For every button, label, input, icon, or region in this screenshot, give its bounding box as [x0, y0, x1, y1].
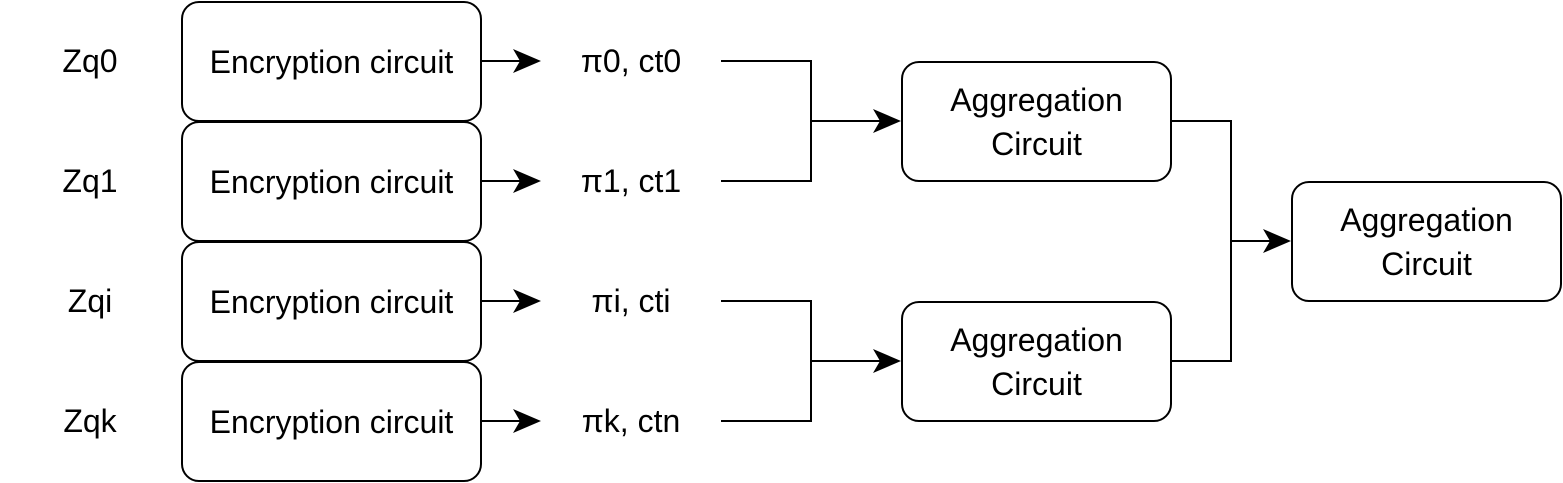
aggregation-circuit-label: Aggregation Circuit	[950, 81, 1123, 162]
encryption-circuit-box-1: Encryption circuit	[181, 121, 482, 242]
encryption-circuit-label: Encryption circuit	[209, 403, 454, 440]
encryption-circuit-label: Encryption circuit	[209, 283, 454, 320]
aggregation-circuit-final: Aggregation Circuit	[1291, 181, 1562, 302]
output-label-1: π1, ct1	[580, 163, 682, 199]
encryption-circuit-box-0: Encryption circuit	[181, 1, 482, 122]
encryption-circuit-label: Encryption circuit	[209, 163, 454, 200]
aggregation-circuit-top: Aggregation Circuit	[901, 61, 1172, 182]
aggregation-circuit-label: Aggregation Circuit	[950, 321, 1123, 402]
encryption-circuit-box-k: Encryption circuit	[181, 361, 482, 482]
aggregation-circuit-label: Aggregation Circuit	[1340, 201, 1513, 282]
input-label-zq1: Zq1	[62, 163, 118, 199]
connector-agg-final	[1171, 120, 1232, 362]
connector-out0-agg-top	[721, 60, 812, 182]
output-label-k: πk, ctn	[581, 403, 681, 439]
input-label-zqk: Zqk	[63, 403, 117, 439]
encryption-circuit-box-i: Encryption circuit	[181, 241, 482, 362]
output-label-0: π0, ct0	[580, 43, 682, 79]
aggregation-circuit-bottom: Aggregation Circuit	[901, 301, 1172, 422]
encryption-circuit-label: Encryption circuit	[209, 43, 454, 80]
input-label-zq0: Zq0	[62, 43, 118, 79]
input-label-zqi: Zqi	[67, 283, 113, 319]
output-label-i: πi, cti	[591, 283, 671, 319]
connector-outi-agg-bottom	[721, 300, 812, 422]
